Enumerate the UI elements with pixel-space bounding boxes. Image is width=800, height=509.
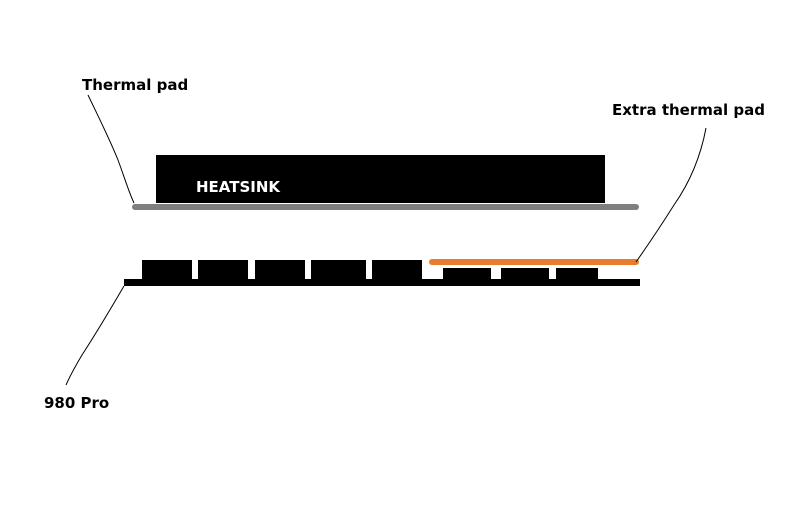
nand-chip: [311, 260, 366, 280]
ssd-model-label: 980 Pro: [44, 394, 109, 412]
thermal-pad-label: Thermal pad: [82, 76, 188, 94]
short-chip: [556, 268, 598, 280]
nand-chip: [255, 260, 305, 280]
short-chip: [443, 268, 491, 280]
nand-chip: [142, 260, 192, 280]
heatsink-block: [156, 155, 605, 203]
ssd-board: [124, 279, 640, 286]
nand-chip: [198, 260, 248, 280]
heatsink-label: HEATSINK: [196, 178, 281, 196]
thermal-pad-leader-line: [87, 94, 135, 204]
short-chip: [501, 268, 549, 280]
ssd-leader-line: [65, 285, 125, 386]
extra-thermal-pad-label: Extra thermal pad: [612, 101, 765, 119]
extra-thermal-pad-leader-line: [635, 127, 707, 263]
nand-chip: [372, 260, 422, 280]
